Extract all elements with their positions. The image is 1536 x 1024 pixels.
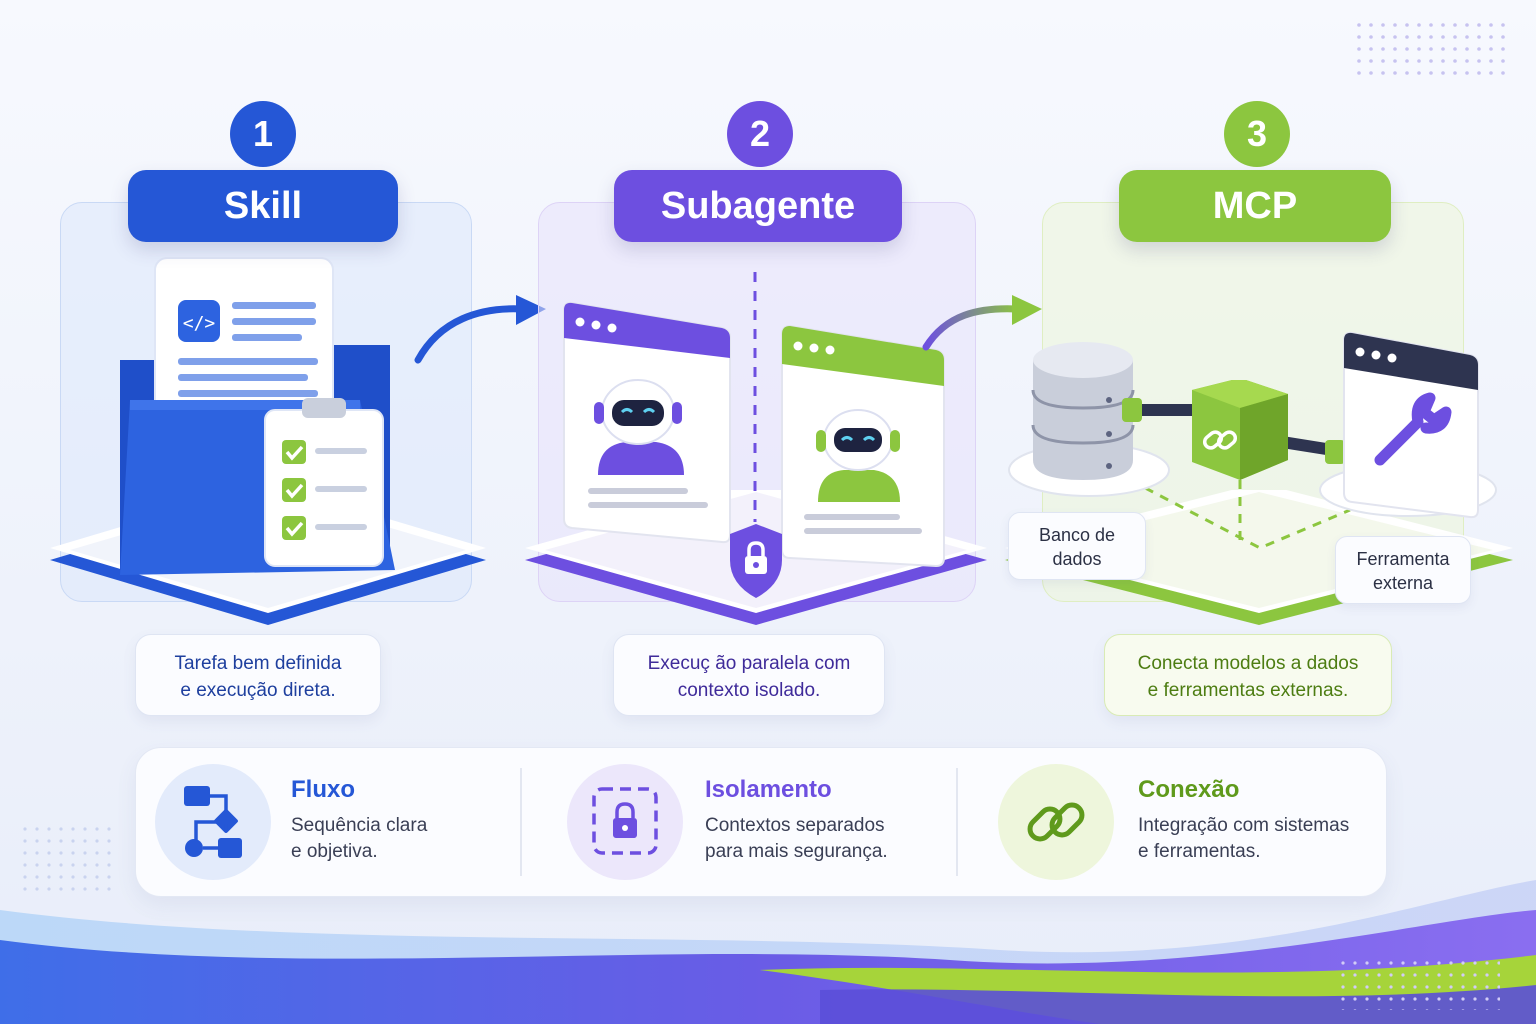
step-1-number-badge: 1 bbox=[230, 101, 296, 167]
subagent-window-green bbox=[781, 324, 945, 568]
database-icon bbox=[1008, 342, 1170, 497]
feature-fluxo-desc-line-2: e objetiva. bbox=[291, 841, 378, 862]
feature-conexao-title: Conexão bbox=[1138, 776, 1240, 803]
database-label-line-1: Banco de bbox=[1038, 525, 1116, 545]
svg-text:</>: </> bbox=[183, 313, 216, 334]
features-card bbox=[135, 747, 1387, 897]
shield-lock-icon bbox=[730, 524, 782, 598]
step-2-number-badge: 2 bbox=[727, 101, 793, 167]
external-tool-window bbox=[1319, 331, 1497, 519]
database-label-line-2: dados bbox=[1052, 549, 1102, 569]
feature-fluxo-desc-line-1: Sequência clara bbox=[291, 815, 428, 836]
step-3-caption-line-2: e ferramentas externas. bbox=[1147, 680, 1349, 701]
step-3-caption: Conecta modelos a dados e ferramentas ex… bbox=[1104, 634, 1392, 716]
lock-icon bbox=[592, 787, 658, 855]
external-tool-label-line-2: externa bbox=[1372, 573, 1434, 593]
arrow-subagente-to-mcp bbox=[922, 295, 1042, 351]
feature-conexao-desc-line-2: e ferramentas. bbox=[1138, 841, 1261, 862]
chain-link-feature-icon bbox=[1027, 802, 1085, 842]
feature-fluxo-desc: Sequência clara e objetiva. bbox=[291, 813, 427, 865]
chain-link-icon bbox=[1202, 430, 1238, 450]
step-3-title: MCP bbox=[1119, 170, 1391, 242]
mcp-connection-dashed-lines bbox=[1129, 478, 1351, 550]
step-1-caption-line-2: e execução direta. bbox=[180, 680, 336, 701]
subagent-window-purple bbox=[563, 301, 731, 544]
step-2-caption-line-1: Execuç ão paralela com bbox=[647, 653, 851, 674]
skill-folder-document-icon: </> bbox=[120, 257, 395, 575]
step-3-number-badge: 3 bbox=[1224, 101, 1290, 167]
decorative-dots-left bbox=[22, 826, 112, 896]
step-1-title: Skill bbox=[128, 170, 398, 242]
external-tool-label: Ferramenta externa bbox=[1335, 536, 1471, 604]
database-label: Banco de dados bbox=[1008, 512, 1146, 580]
step-2-caption-line-2: contexto isolado. bbox=[677, 680, 821, 701]
mcp-connector-cable bbox=[1122, 380, 1351, 480]
feature-isolamento-title: Isolamento bbox=[705, 776, 832, 803]
decorative-dots-bottom-right bbox=[1340, 960, 1500, 1010]
features-divider-1 bbox=[520, 768, 522, 876]
feature-isolamento-desc: Contextos separados para mais segurança. bbox=[705, 813, 888, 865]
feature-isolamento-desc-line-1: Contextos separados bbox=[705, 815, 885, 836]
feature-isolamento-desc-line-2: para mais segurança. bbox=[705, 841, 888, 862]
conexao-icon-circle bbox=[998, 764, 1114, 880]
isolation-divider-line bbox=[753, 272, 757, 522]
step-2-caption: Execuç ão paralela com contexto isolado. bbox=[613, 634, 885, 716]
step-1-caption: Tarefa bem definida e execução direta. bbox=[135, 634, 381, 716]
step-2-title: Subagente bbox=[614, 170, 902, 242]
flowchart-icon bbox=[184, 786, 242, 858]
feature-conexao-desc: Integração com sistemas e ferramentas. bbox=[1138, 813, 1349, 865]
arrow-skill-to-subagente bbox=[414, 295, 546, 364]
step-3-caption-line-1: Conecta modelos a dados bbox=[1137, 653, 1359, 674]
features-divider-2 bbox=[956, 768, 958, 876]
decorative-dots-top-right bbox=[1356, 22, 1506, 82]
feature-conexao-desc-line-1: Integração com sistemas bbox=[1138, 815, 1350, 836]
feature-fluxo-title: Fluxo bbox=[291, 776, 355, 803]
external-tool-label-line-1: Ferramenta bbox=[1356, 549, 1450, 569]
step-1-caption-line-1: Tarefa bem definida bbox=[174, 653, 342, 674]
